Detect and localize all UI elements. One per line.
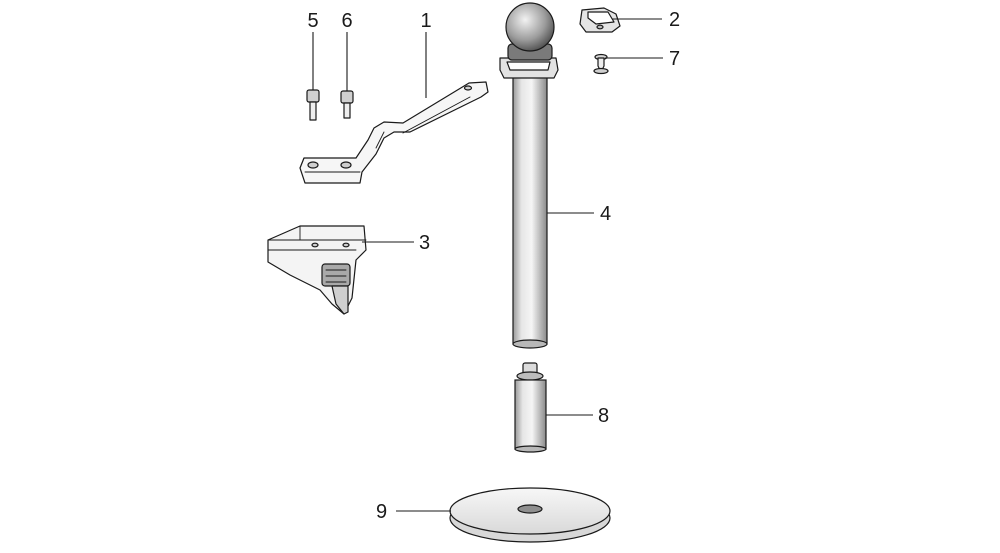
callout-7: 7 (669, 48, 680, 70)
callout-3: 3 (419, 232, 430, 254)
part-8-post (514, 362, 547, 453)
callout-1: 1 (420, 10, 431, 32)
part-6-screw (340, 90, 354, 119)
callout-4: 4 (600, 203, 611, 225)
part-5-screw (306, 89, 320, 121)
part-1-bracket-arm (299, 81, 489, 184)
part-3-mount-block (267, 225, 367, 315)
part-4-pole (499, 2, 559, 349)
callout-labels: 5 6 1 2 7 3 4 8 9 (307, 9, 680, 523)
part-9-base-plate (449, 487, 611, 543)
leader-lines (312, 18, 663, 512)
part-2-cap (579, 7, 621, 33)
callout-5: 5 (307, 10, 318, 32)
callout-8: 8 (598, 405, 609, 427)
part-7-screw (593, 53, 609, 75)
callout-6: 6 (341, 10, 352, 32)
callout-2: 2 (669, 9, 680, 31)
callout-9: 9 (376, 501, 387, 523)
